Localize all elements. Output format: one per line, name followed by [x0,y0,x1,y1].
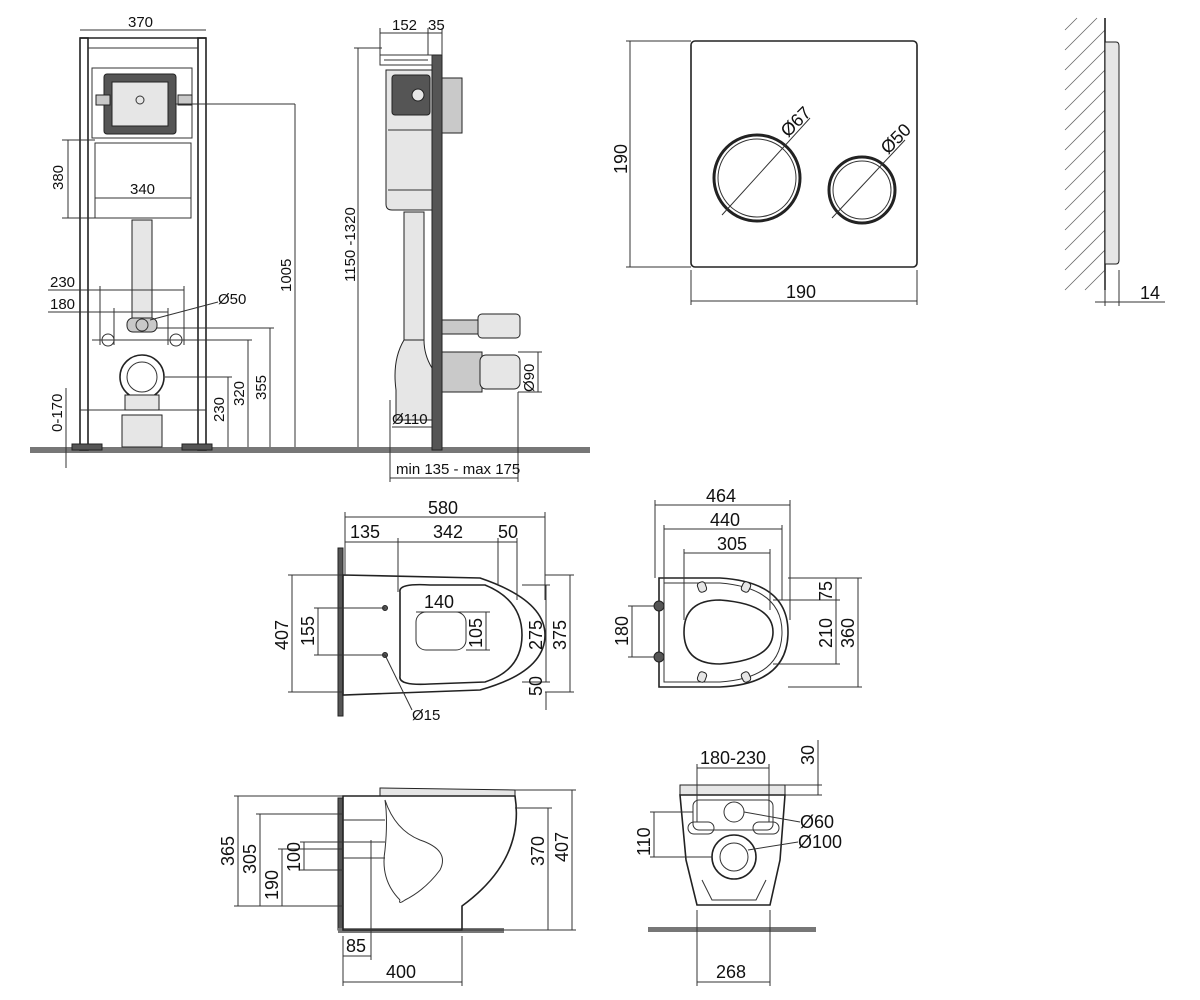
dim-inner-length: 342 [433,522,463,542]
dim-frame-width: 370 [128,14,153,31]
flush-plate: Ø67 Ø50 190 190 [611,40,918,305]
bowl-top-view: 580 135 342 50 407 155 140 105 275 375 5… [272,498,574,724]
dim-bowl-opening: 140 [424,592,454,612]
dim-rim-front: 50 [498,522,518,542]
dim-height-range: 1150 -1320 [342,207,359,282]
frame-front-view: 370 380 340 230 180 Ø50 1005 0-170 230 3… [30,14,590,468]
dim-bowl-width: 407 [272,620,292,650]
dim-bolt-spacing-min: 180 [50,296,75,313]
dim-offset-back: 135 [350,522,380,542]
dim-inner-width: 275 [526,620,546,650]
dim-outlet-offset: 85 [346,936,366,956]
dim-bolt-spacing: 155 [298,616,318,646]
flush-button-large [712,133,802,223]
dim-seat-mid: 210 [816,618,836,648]
dim-seat-width-inner: 440 [710,510,740,530]
dim-back-bolt-height: 110 [634,827,654,856]
dim-pipe-diameter: Ø90 [521,364,538,392]
dim-bolt-hole: Ø15 [412,707,440,724]
flush-button-small [827,155,897,225]
dim-outlet-diameter: Ø100 [798,832,842,852]
dim-depth-range: min 135 - max 175 [396,461,520,478]
dim-tank-width: 340 [130,181,155,198]
dim-seat-depth: 360 [838,618,858,648]
dim-side-height-back: 365 [218,836,238,866]
dim-tank-height: 380 [50,165,67,190]
dim-side-height-front: 370 [528,836,548,866]
dim-side-height-2: 305 [240,844,260,874]
dim-total-height: 1005 [278,259,295,292]
dim-outlet-diameter: Ø110 [392,411,428,428]
bowl-back-view: 180-230 30 110 Ø60 Ø100 268 [634,740,842,986]
dim-front-gap: 75 [816,581,836,601]
dim-drain-diameter: Ø50 [218,291,246,308]
dim-drain-height: 355 [253,375,270,400]
dim-side-height-3: 190 [262,870,282,900]
dim-frame-depth: 152 [392,17,417,34]
dim-inlet-diameter: Ø60 [800,812,834,832]
dim-seat-width-opening: 305 [717,534,747,554]
dim-plate-height: 190 [611,144,631,174]
dim-bolt-spacing-max: 230 [50,274,75,291]
seat-top-view: 464 440 305 180 75 210 360 [612,486,862,688]
dim-base-width: 268 [716,962,746,982]
dim-button-small: Ø50 [877,120,915,158]
dim-plate-thickness: 14 [1140,283,1160,303]
dim-plate-width: 190 [786,282,816,302]
dim-button-large: Ø67 [777,103,815,141]
dim-hinge-spacing: 180 [612,616,632,646]
dim-bolt-height: 320 [231,381,248,406]
dim-outer-width: 375 [550,620,570,650]
dim-side-height-total: 407 [552,832,572,862]
dim-seat-width-total: 464 [706,486,736,506]
dim-bowl-length: 580 [428,498,458,518]
dim-inlet-height: 100 [284,842,304,872]
dim-side-depth: 400 [386,962,416,982]
dim-floor-adjust: 0-170 [49,394,66,432]
dim-back-bolt-range: 180-230 [700,748,766,768]
dim-wall-offset: 35 [428,17,445,34]
bowl-side-view: 365 305 190 100 370 407 85 400 [218,787,576,986]
dim-opening-depth: 105 [466,618,486,648]
dim-outlet-height: 230 [211,397,228,422]
frame-side-view: 152 35 1150 -1320 Ø110 Ø90 min 135 - max… [342,17,542,482]
dim-rim-bottom: 50 [526,676,546,696]
dim-top-gap: 30 [798,745,818,765]
plate-side-view: 14 [1064,17,1165,306]
